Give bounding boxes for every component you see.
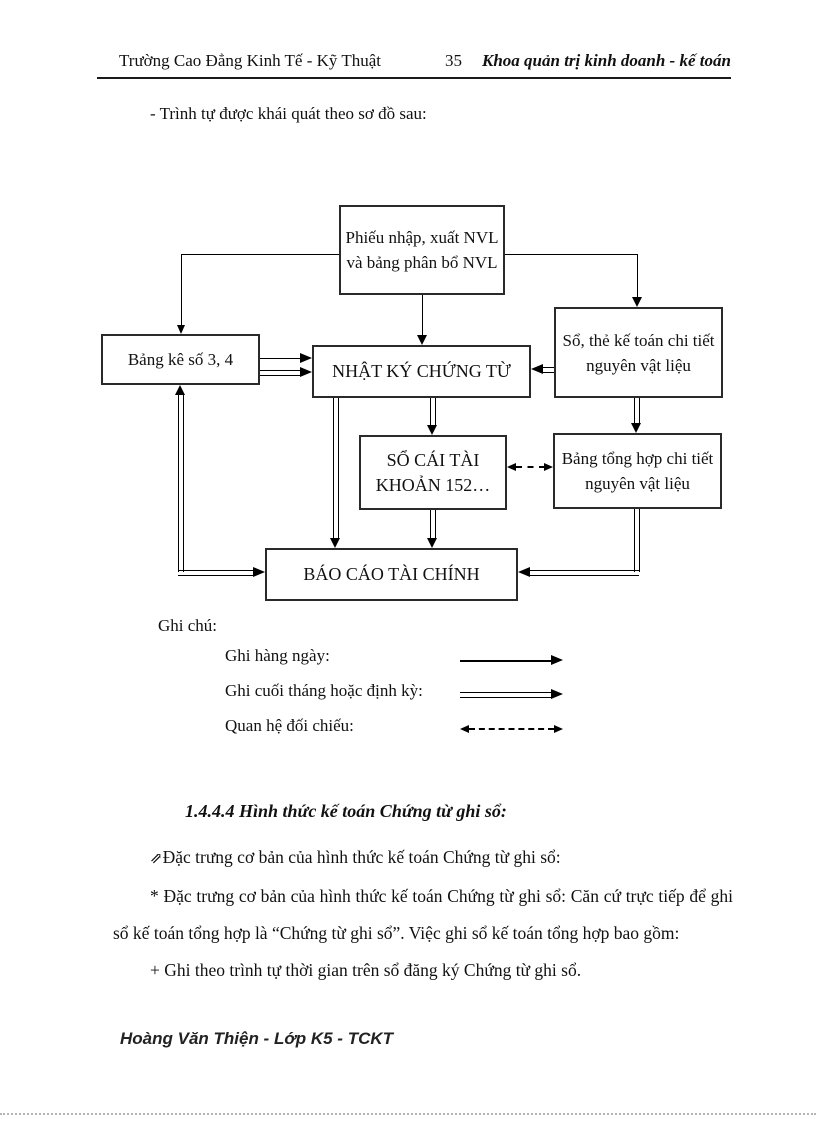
footer-author: Hoàng Văn Thiện - Lớp K5 - TCKT xyxy=(120,1029,394,1048)
double-line-segment xyxy=(260,370,301,376)
double-line-segment xyxy=(460,692,551,698)
dashed-line-segment xyxy=(516,466,545,468)
arrowhead-right-icon xyxy=(300,367,312,377)
line-segment xyxy=(181,254,339,255)
page-number: 35 xyxy=(445,51,462,70)
line-segment xyxy=(260,358,302,359)
ne-arrow-bullet-icon: ⇗ xyxy=(150,851,163,867)
arrowhead-down-icon xyxy=(330,538,340,548)
arrowhead-right-icon xyxy=(551,689,563,699)
double-line-segment xyxy=(430,398,436,426)
legend-title: Ghi chú: xyxy=(158,616,218,635)
double-line-segment xyxy=(178,570,253,576)
arrowhead-right-icon xyxy=(551,655,563,665)
legend-label-reconcile: Quan hệ đối chiếu: xyxy=(225,716,354,735)
header-rule xyxy=(97,77,731,79)
paragraph-1: ⇗Đặc trưng cơ bản của hình thức kế toán … xyxy=(113,839,733,878)
double-line-segment xyxy=(530,570,639,576)
arrowhead-down-icon xyxy=(417,335,427,345)
box-bao-cao-tai-chinh: BÁO CÁO TÀI CHÍNH xyxy=(265,548,518,601)
box-bang-ke: Bảng kê số 3, 4 xyxy=(101,334,260,385)
paragraph-3: + Ghi theo trình tự thời gian trên sổ đă… xyxy=(150,960,582,980)
box-so-the-ke-toan: Sổ, thẻ kế toán chi tiết nguyên vật liệu xyxy=(554,307,723,398)
arrowhead-left-icon xyxy=(460,725,469,733)
header-school-name: Trường Cao Đẳng Kinh Tế - Kỹ Thuật xyxy=(119,51,382,70)
arrowhead-right-icon xyxy=(300,353,312,363)
arrowhead-left-icon xyxy=(518,567,530,577)
line-segment xyxy=(460,660,552,662)
arrowhead-up-icon xyxy=(175,385,185,395)
box-nhat-ky-chung-tu: NHẬT KÝ CHỨNG TỪ xyxy=(312,345,531,398)
arrowhead-left-icon xyxy=(507,463,516,471)
arrowhead-right-icon xyxy=(253,567,265,577)
header-faculty-name: Khoa quản trị kinh doanh - kế toán xyxy=(482,51,731,70)
arrowhead-down-icon xyxy=(632,297,642,307)
arrowhead-right-icon xyxy=(544,463,553,471)
page-bottom-dotted-rule xyxy=(0,1113,816,1115)
box-so-cai: SỔ CÁI TÀI KHOẢN 152… xyxy=(359,435,507,510)
double-line-segment xyxy=(634,398,640,424)
double-line-segment xyxy=(634,509,640,572)
arrowhead-down-icon xyxy=(427,538,437,548)
line-segment xyxy=(422,295,423,336)
intro-sentence: - Trình tự được khái quát theo sơ đồ sau… xyxy=(150,104,427,123)
line-segment xyxy=(181,254,182,325)
arrowhead-down-icon xyxy=(177,325,185,334)
arrowhead-down-icon xyxy=(631,423,641,433)
arrowhead-right-icon xyxy=(554,725,563,733)
box-bang-tong-hop: Bảng tổng hợp chi tiết nguyên vật liệu xyxy=(553,433,722,509)
body-text: ⇗Đặc trưng cơ bản của hình thức kế toán … xyxy=(113,839,733,989)
double-line-segment xyxy=(178,395,184,572)
box-phieu-nhap: Phiếu nhập, xuất NVL và bảng phân bổ NVL xyxy=(339,205,505,295)
arrowhead-left-icon xyxy=(531,364,543,374)
paragraph-1-text: Đặc trưng cơ bản của hình thức kế toán C… xyxy=(162,847,561,867)
legend-label-monthly: Ghi cuối tháng hoặc định kỳ: xyxy=(225,681,423,700)
line-segment xyxy=(505,254,638,255)
paragraph-2: * Đặc trưng cơ bản của hình thức kế toán… xyxy=(113,886,733,943)
arrowhead-down-icon xyxy=(427,425,437,435)
double-line-segment xyxy=(430,510,436,539)
legend-label-daily: Ghi hàng ngày: xyxy=(225,646,330,665)
dashed-line-segment xyxy=(469,728,554,730)
double-line-segment xyxy=(333,398,339,539)
line-segment xyxy=(637,254,638,298)
double-line-segment xyxy=(542,367,554,373)
section-heading: 1.4.4.4 Hình thức kế toán Chứng từ ghi s… xyxy=(185,801,507,821)
